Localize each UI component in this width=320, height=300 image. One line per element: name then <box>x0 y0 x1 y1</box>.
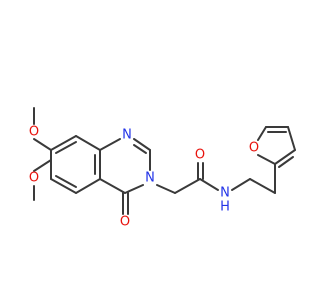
bond-benzene-inner-1 <box>55 141 77 154</box>
bond-o-lower-ring <box>33 159 52 172</box>
bond-n1-c2-double <box>133 144 147 154</box>
atom-o-methoxy-lower: O <box>29 171 39 186</box>
atom-o-methoxy-upper: O <box>29 125 39 140</box>
bond-carbonyl-n <box>199 178 219 191</box>
atom-o-furan: O <box>249 141 259 156</box>
atom-o-amide: O <box>195 148 205 163</box>
atom-h-amide: H <box>220 200 230 215</box>
bond-ch2-carbonyl <box>174 178 201 194</box>
bond-c8a-n1 <box>99 138 121 151</box>
bond-furan-c2-c3-double <box>278 156 294 168</box>
bond-furan-c2-c3 <box>274 149 296 165</box>
bond-o-upper-ring <box>33 138 52 151</box>
bond-n1-c2 <box>133 138 151 151</box>
atom-n-amide: N <box>220 186 230 201</box>
bond-n3-ch2 <box>156 184 176 194</box>
atom-n-ring-lower: N <box>145 171 155 186</box>
bond-furan-c5-o <box>257 126 267 141</box>
bond-benzene-1 <box>50 135 77 151</box>
bond-layer <box>33 107 296 215</box>
bond-benzene-2 <box>75 135 101 151</box>
bond-c4-c4a <box>99 178 126 194</box>
bond-ch2a-ch2b <box>249 178 276 194</box>
bond-benzene-inner-3 <box>55 175 77 188</box>
bond-furan-o-c2 <box>257 154 276 165</box>
bond-benzene-4 <box>75 178 101 194</box>
atom-o-ketone: O <box>120 215 130 230</box>
atom-label-layer: O O N N O O N H O <box>29 125 259 230</box>
bond-n3-c4 <box>124 184 144 194</box>
atom-n-ring-upper: N <box>122 128 132 143</box>
bond-n-ch2a <box>231 178 251 191</box>
molecule-structure-diagram: O O N N O O N H O <box>29 107 296 230</box>
bond-benzene-5 <box>50 178 77 194</box>
bond-furan-c3-c4 <box>287 126 296 151</box>
